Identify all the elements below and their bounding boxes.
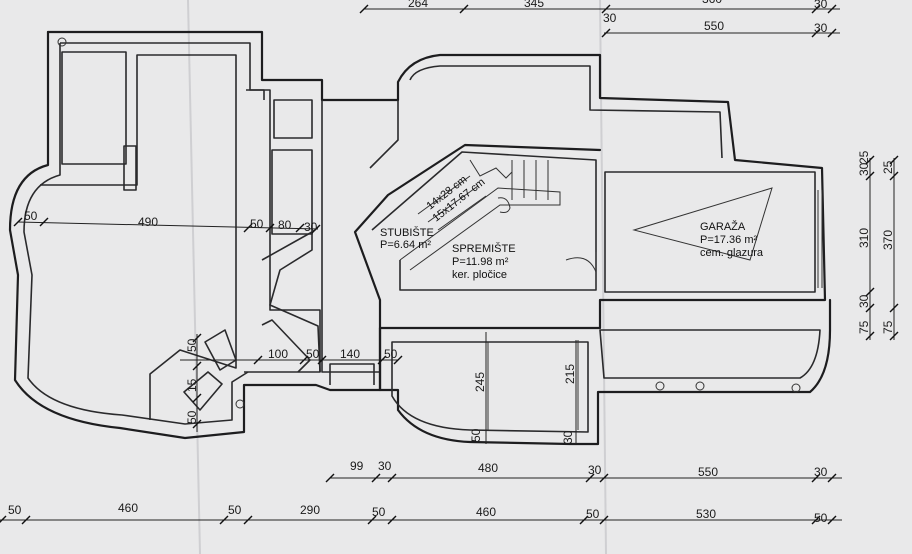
dim-label: 25 (881, 160, 895, 174)
dim-label: 30 (304, 220, 318, 234)
dim-label: 30 (378, 459, 392, 473)
dim-label: 30 (603, 11, 617, 25)
dim-label: 460 (118, 501, 138, 515)
dim-label: 310 (857, 228, 871, 248)
dim-label: 30 (857, 294, 871, 308)
dim-label: 264 (408, 0, 428, 10)
room-name-spremiste: SPREMIŠTE (452, 242, 516, 255)
dim-label: 480 (478, 461, 498, 475)
dim-label: 30 (814, 21, 828, 35)
dim-label: 50 (384, 347, 398, 361)
dim-label: 345 (524, 0, 544, 10)
dim-label: 530 (696, 507, 716, 521)
room-name-stubiste: STUBIŠTE (380, 226, 434, 239)
dim-label: 550 (698, 465, 718, 479)
dim-label: 15 (185, 378, 199, 392)
dim-label: 460 (476, 505, 496, 519)
dim-label: 25 (857, 150, 871, 164)
dim-label: 490 (138, 215, 158, 229)
dim-label: 215 (563, 364, 577, 384)
window-bay (61, 51, 127, 165)
dim-label: 30 (857, 162, 871, 176)
dim-label: 30 (814, 465, 828, 479)
dim-label: 245 (473, 372, 487, 392)
dim-label: 80 (278, 218, 292, 232)
dim-label: 50 (185, 410, 199, 424)
dim-label: 140 (340, 347, 360, 361)
dim-label: 550 (704, 19, 724, 33)
paper-fold (187, 0, 201, 554)
dim-label: 370 (881, 230, 895, 250)
dim-label: 30 (561, 430, 575, 444)
dim-label: 50 (372, 505, 386, 519)
room-name-garaza: GARAŽA (700, 220, 746, 233)
dim-label: 50 (250, 217, 264, 231)
dim-label: 75 (857, 320, 871, 334)
dim-label: 50 (228, 503, 242, 517)
dim-label: 50 (185, 338, 199, 352)
dim-label: 50 (469, 428, 483, 442)
dimension-labels: 264 345 30 360 30 550 30 50 490 50 80 30… (8, 0, 895, 525)
dim-label: 30 (814, 0, 828, 11)
dim-label: 290 (300, 503, 320, 517)
stair-core (369, 65, 723, 291)
dim-label: 50 (24, 209, 38, 223)
dim-label: 50 (586, 507, 600, 521)
dim-label: 99 (350, 459, 364, 473)
room-finish-spremiste: ker. pločice (452, 269, 507, 281)
dim-label: 75 (881, 320, 895, 334)
garage (604, 171, 823, 293)
room-area-garaza: P=17.36 m² (700, 234, 758, 246)
garage-hatch-triangle (632, 187, 773, 261)
room-area-spremiste: P=11.98 m² (452, 256, 509, 268)
dim-label: 360 (702, 0, 722, 6)
room-labels: STUBIŠTE P=6.64 m² SPREMIŠTE P=11.98 m² … (380, 174, 764, 281)
dim-label: 50 (814, 511, 828, 525)
dimension-lines (0, 4, 899, 525)
dim-label: 100 (268, 347, 288, 361)
dim-label: 50 (306, 347, 320, 361)
dim-label: 30 (588, 463, 602, 477)
lower-block (378, 298, 832, 446)
room-area-stubiste: P=6.64 m² (380, 239, 431, 251)
dim-label: 50 (8, 503, 22, 517)
room-finish-garaza: cem. glazura (700, 247, 764, 259)
